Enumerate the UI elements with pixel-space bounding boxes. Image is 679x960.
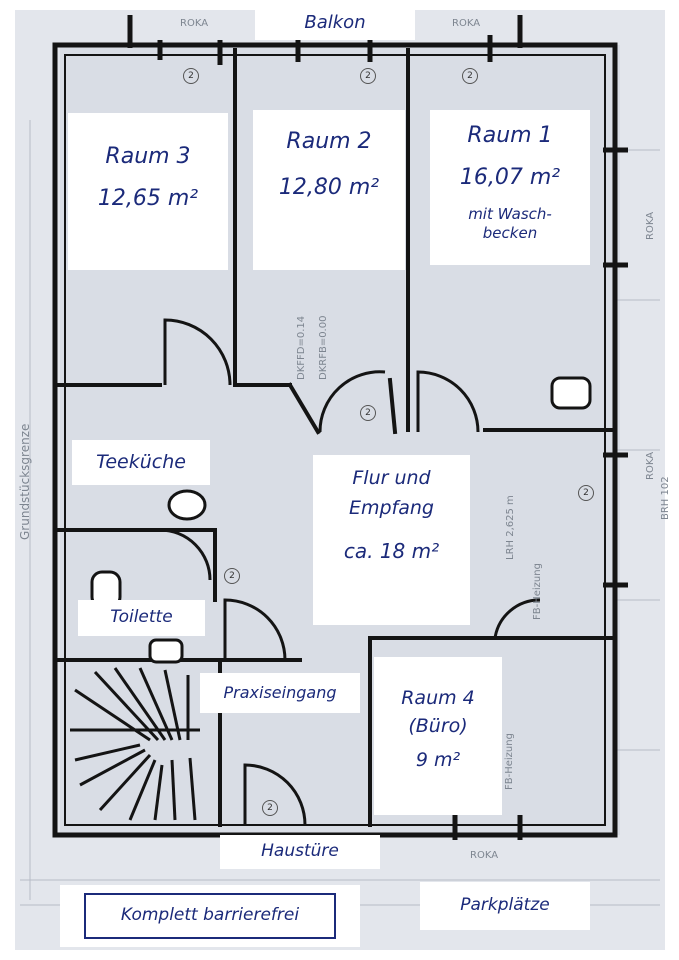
walls: [52, 42, 618, 838]
barrierefrei-label: Komplett barrierefrei: [84, 893, 336, 939]
raum1-label: Raum 1 16,07 m² mit Wasch-becken: [430, 110, 590, 265]
roka-right2-text: ROKA: [645, 451, 656, 480]
flur-label: Flur und Empfang ca. 18 m²: [313, 455, 470, 625]
raum3-area: 12,65 m²: [97, 185, 199, 211]
marker-2-flur: 2: [360, 405, 376, 421]
raum1-name: Raum 1: [467, 123, 553, 148]
door-haustuer: [243, 763, 307, 826]
raum2-name: Raum 2: [286, 129, 372, 154]
marker-2-wc: 2: [224, 568, 240, 584]
raum4-area: 9 m²: [415, 748, 461, 771]
raum1-note: mit Wasch-becken: [468, 205, 552, 242]
sink-kitchen: [167, 489, 207, 521]
flur-area: ca. 18 m²: [343, 538, 440, 563]
flur-line1: Flur und: [352, 467, 431, 489]
barrierefrei-panel: Komplett barrierefrei: [60, 885, 360, 947]
sink-raum1: [550, 376, 592, 410]
raum3-label: Raum 3 12,65 m²: [68, 113, 228, 270]
fb-heizung-text: FB-Heizung: [532, 563, 543, 620]
raum2-label: Raum 2 12,80 m²: [253, 110, 405, 270]
raum3-name: Raum 3: [105, 144, 191, 169]
fb-heizung-r4-text: FB-Heizung: [504, 733, 515, 790]
dkrfb-text: DKRFB=0.00: [318, 315, 329, 380]
door-raum2: [318, 370, 386, 433]
door-raum3: [163, 318, 232, 386]
dkfd-text: DKFFD=0.14: [296, 315, 307, 380]
fixtures: [90, 376, 592, 664]
praxiseingang-label: Praxiseingang: [200, 673, 360, 713]
door-raum4: [493, 598, 541, 639]
teekueche-label: Teeküche: [72, 440, 210, 485]
raum4-label: Raum 4 (Büro) 9 m²: [374, 657, 502, 815]
marker-2-raum2: 2: [360, 68, 376, 84]
roka-top-right-text: ROKA: [452, 18, 481, 29]
door-toilet: [159, 528, 212, 581]
grundstuecksgrenze-text: Grundstücksgrenze: [18, 423, 32, 540]
roka-bottom-text: ROKA: [470, 850, 499, 861]
raum1-area: 16,07 m²: [459, 164, 561, 190]
door-swings: [159, 318, 541, 826]
brh-text: BRH 102: [660, 476, 671, 520]
door-entrance: [223, 598, 287, 661]
roka-top-text: ROKA: [180, 18, 209, 29]
lrh-text: LRH 2,625 m: [505, 495, 516, 560]
balkon-label: Balkon: [255, 6, 415, 40]
marker-2-raum3: 2: [183, 68, 199, 84]
toilette-label: Toilette: [78, 600, 205, 636]
parkplaetze-label: Parkplätze: [420, 882, 590, 930]
marker-2-raum1: 2: [462, 68, 478, 84]
roka-right-text: ROKA: [645, 211, 656, 240]
flur-line2: Empfang: [348, 496, 434, 519]
door-raum1: [416, 370, 480, 433]
marker-2-hall: 2: [578, 485, 594, 501]
raum2-area: 12,80 m²: [278, 174, 380, 200]
staircase: [70, 667, 200, 821]
haustuere-label: Haustüre: [220, 835, 380, 869]
toilet-sink: [148, 638, 184, 664]
outer-wall-inner: [64, 54, 606, 826]
marker-2-entry: 2: [262, 800, 278, 816]
windows: [127, 15, 628, 840]
raum4-sub: (Büro): [408, 714, 468, 737]
raum4-name: Raum 4: [401, 687, 475, 709]
